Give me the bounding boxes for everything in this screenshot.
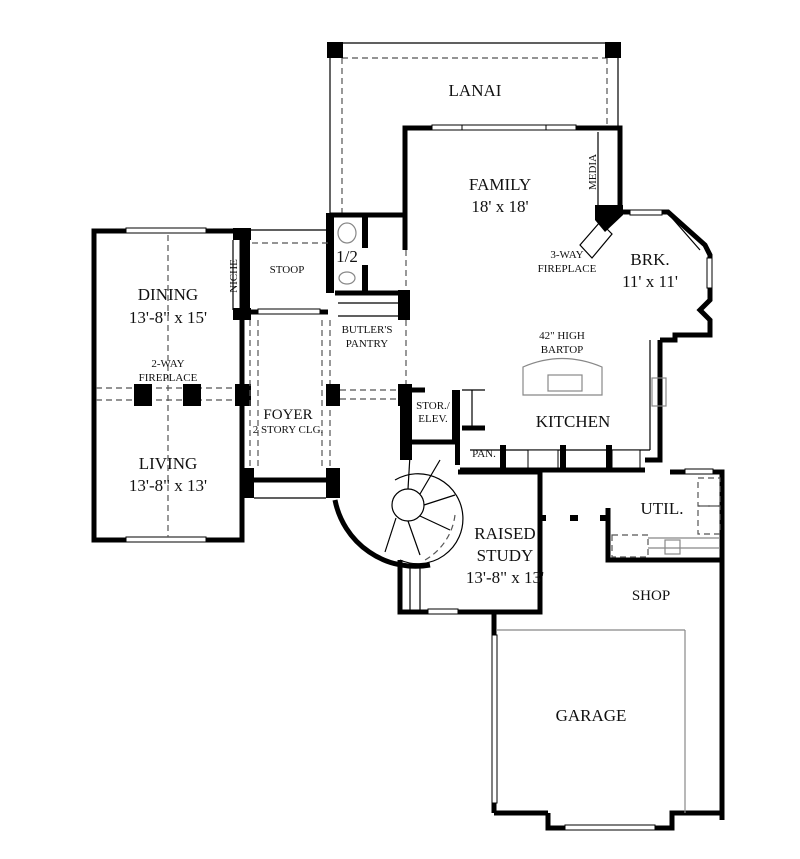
garage-label: GARAGE (556, 706, 627, 725)
stoop-area (240, 228, 330, 315)
media-label: MEDIA (587, 154, 599, 190)
breakfast-room (620, 209, 713, 343)
breakfast-size: 11' x 11' (622, 272, 678, 291)
lanai-label: LANAI (449, 81, 502, 100)
fireplace-2way-line1: 2-WAY (151, 358, 184, 370)
spiral-stair (332, 387, 464, 569)
study-room (397, 469, 546, 615)
fireplace-3way-line2: FIREPLACE (538, 263, 597, 275)
foyer-label: FOYER (263, 407, 312, 423)
lanai-area (327, 42, 621, 232)
butlers-pantry-line2: PANTRY (346, 338, 388, 350)
stor-elev-line1: STOR./ (416, 400, 451, 412)
living-size: 13'-8" x 13' (129, 476, 207, 495)
study-line2: STUDY (477, 546, 534, 565)
butlers-pantry-line1: BUTLER'S (342, 324, 393, 336)
niche-label: NICHE (228, 259, 240, 293)
dining-living (91, 227, 251, 543)
bartop-line2: BARTOP (541, 344, 584, 356)
butlers-pantry-area (338, 250, 410, 384)
stoop-label: STOOP (270, 264, 305, 276)
fireplace-3way-line1: 3-WAY (550, 249, 583, 261)
family-size: 18' x 18' (471, 197, 528, 216)
kitchen-label: KITCHEN (536, 412, 611, 431)
breakfast-label: BRK. (630, 250, 669, 269)
utility-label: UTIL. (641, 499, 684, 518)
family-room (402, 124, 623, 259)
study-line1: RAISED (474, 524, 535, 543)
study-size: 13'-8" x 13' (466, 568, 544, 587)
dining-size: 13'-8" x 15' (129, 308, 207, 327)
bartop-line1: 42" HIGH (539, 330, 585, 342)
pantry-label: PAN. (472, 448, 496, 460)
fireplace-2way-line2: FIREPLACE (139, 372, 198, 384)
stor-elev-line2: ELEV. (418, 413, 448, 425)
family-label: FAMILY (469, 175, 531, 194)
garage-area (491, 612, 722, 831)
living-label: LIVING (139, 454, 198, 473)
shop-label: SHOP (632, 588, 670, 604)
utility-shop (570, 468, 725, 820)
dining-label: DINING (138, 285, 198, 304)
half-bath (326, 212, 405, 296)
half-bath-label: 1/2 (336, 247, 358, 266)
foyer-note: 2 STORY CLG. (253, 424, 324, 436)
